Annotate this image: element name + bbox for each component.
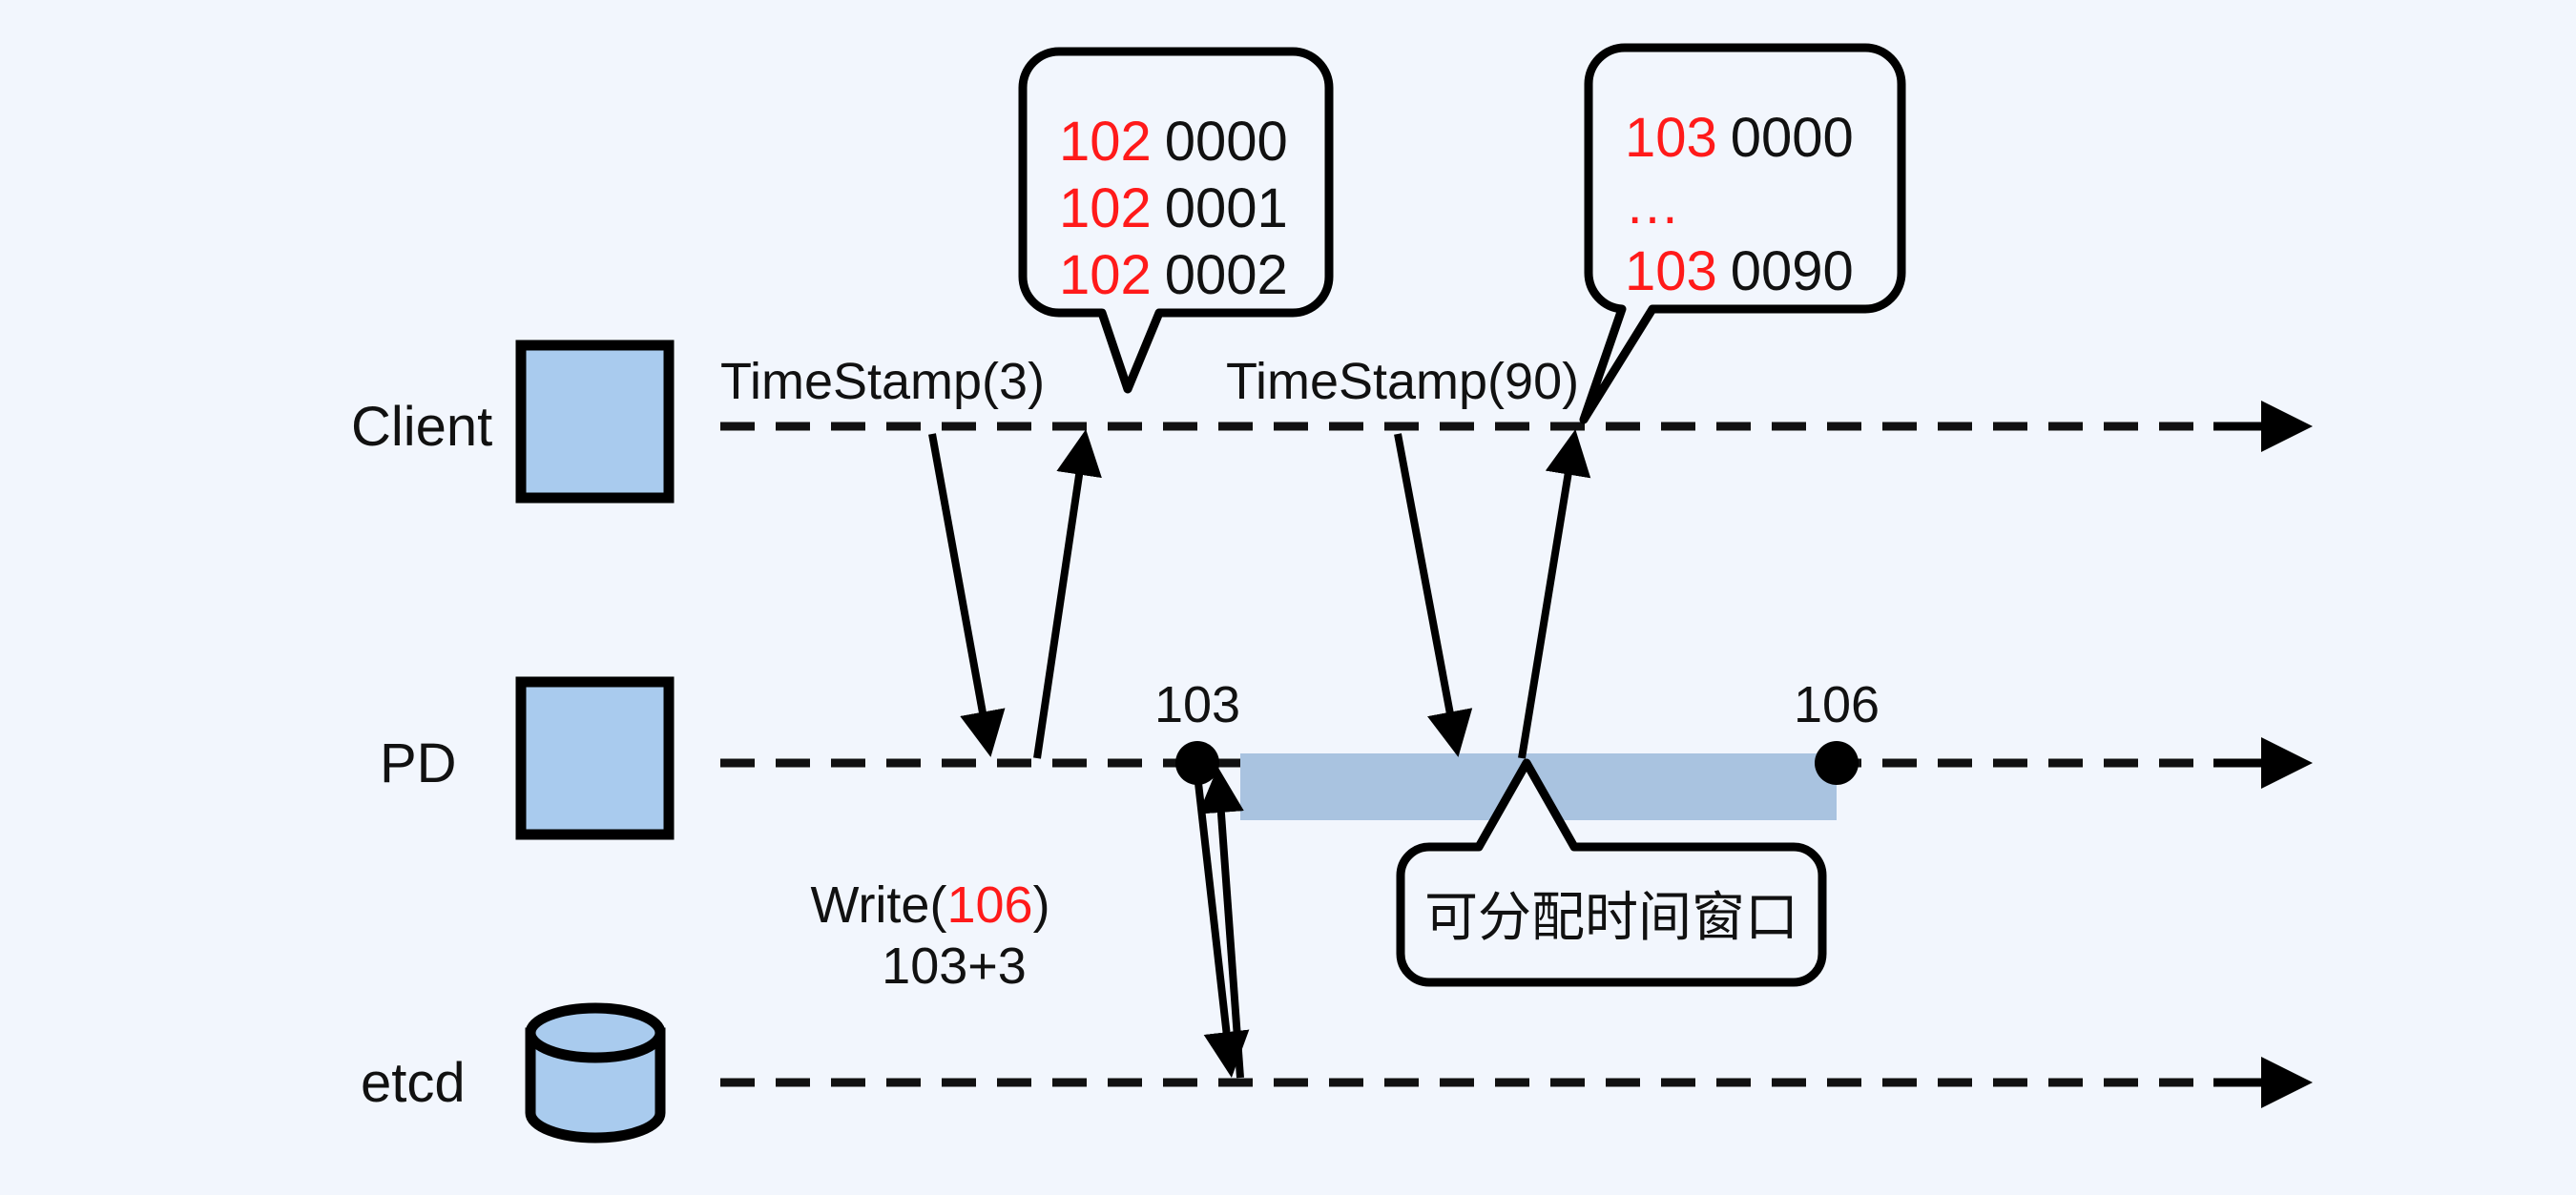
pd-marker-103: 103 <box>1154 676 1240 785</box>
arrow-etcd-to-pd-ack <box>1197 767 1244 1079</box>
database-cylinder-icon <box>525 1002 666 1143</box>
lane-label-pd: PD <box>380 732 457 794</box>
bubble-line-prefix: 103 <box>1625 107 1717 169</box>
edge-label-write: Write(106) 103+3 <box>810 876 1049 995</box>
actor-pd: PD <box>380 676 675 840</box>
bubble-line-prefix: 102 <box>1059 111 1152 173</box>
bubble-line: … <box>1625 174 1680 236</box>
bubble-line-suffix: 0090 <box>1731 240 1854 302</box>
write-call-value: 106 <box>946 876 1032 934</box>
bubble-line-prefix: 102 <box>1059 177 1152 239</box>
annotation-shape <box>1396 758 1827 987</box>
message-arrows <box>928 429 1591 1079</box>
bubble-line-prefix: … <box>1625 174 1680 236</box>
bubble-line-suffix: 0001 <box>1165 177 1288 239</box>
pd-marker-dot <box>1815 741 1859 785</box>
pd-marker-label-103: 103 <box>1154 676 1240 733</box>
lane-label-client: Client <box>351 396 492 458</box>
arrow-pd-to-client-response-1 <box>1033 429 1102 759</box>
bubble-line-suffix: 0000 <box>1165 111 1288 173</box>
pd-marker-106: 106 <box>1794 676 1880 785</box>
bubble-shape <box>1579 43 1906 424</box>
bubble-line-suffix: 0000 <box>1731 107 1854 169</box>
window-annotation: 可分配时间窗口 <box>1396 758 1827 987</box>
write-call-suffix: ) <box>1033 876 1050 934</box>
bubble-line-suffix: 0002 <box>1165 244 1288 306</box>
arrow-pd-to-etcd-write <box>1194 773 1250 1078</box>
lane-label-etcd: etcd <box>361 1052 466 1114</box>
bubble-line-prefix: 103 <box>1625 240 1717 302</box>
write-math-text: 103+3 <box>882 937 1027 995</box>
edge-label-timestamp-request-1: TimeStamp(3) <box>720 353 1045 410</box>
bubble-shape <box>1018 47 1334 394</box>
arrow-client-to-pd-request-1 <box>928 433 1006 757</box>
window-annotation-label: 可分配时间窗口 <box>1424 887 1798 949</box>
write-call-prefix: Write( <box>810 876 946 934</box>
pd-marker-dot <box>1175 741 1219 785</box>
bubble-line-prefix: 102 <box>1059 244 1152 306</box>
arrow-pd-to-client-response-2 <box>1518 429 1591 759</box>
write-call-text: Write(106) <box>810 876 1049 934</box>
actor-client: Client <box>351 340 675 504</box>
square-node-icon <box>515 340 675 504</box>
actor-etcd: etcd <box>361 1002 666 1143</box>
pd-marker-label-106: 106 <box>1794 676 1880 733</box>
edge-label-timestamp-request-2: TimeStamp(90) <box>1226 353 1579 410</box>
arrow-client-to-pd-request-2 <box>1394 433 1473 757</box>
square-node-icon <box>515 676 675 840</box>
